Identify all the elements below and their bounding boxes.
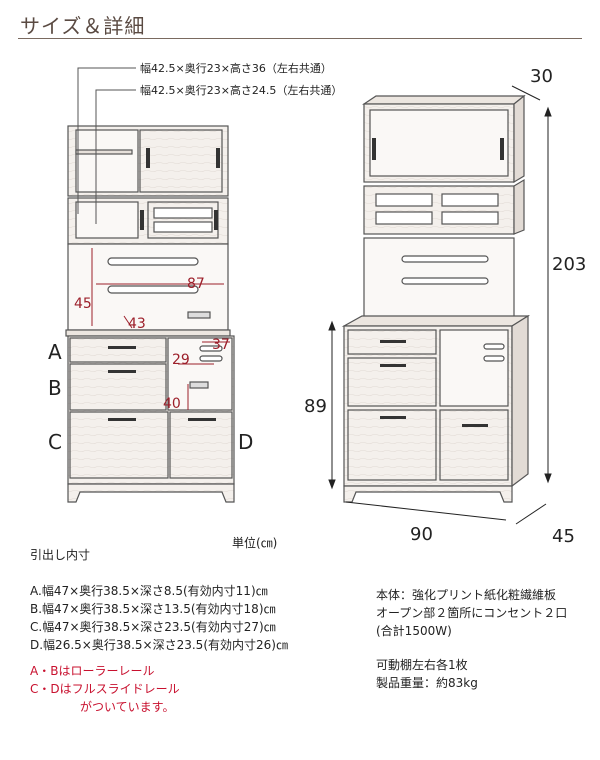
dim-lower-height: 89 xyxy=(304,396,327,417)
door-handle xyxy=(216,148,220,168)
drawer-letter-d: D xyxy=(238,430,254,454)
callout-middle-box: 幅42.5×奥行23×高さ24.5（左右共通） xyxy=(140,84,343,97)
dim-front-height: 45 xyxy=(74,296,92,312)
front-view xyxy=(65,125,235,503)
dim-depth: 45 xyxy=(552,526,575,547)
drawer-spec-c: C.幅47×奥行38.5×深さ23.5(有効内寸27)㎝ xyxy=(30,620,276,634)
front-upper-door xyxy=(139,129,223,193)
rail-note-tail: がついています。 xyxy=(80,700,175,714)
cupboard-illustration xyxy=(65,67,552,525)
door-handle xyxy=(146,148,150,168)
title-divider xyxy=(18,38,582,39)
drawer-d xyxy=(169,411,233,479)
dim-width: 90 xyxy=(410,524,433,545)
drawer-letter-c: C xyxy=(48,430,62,454)
dim-top-depth: 30 xyxy=(530,66,553,87)
drawer-a xyxy=(69,337,167,363)
rail-note-ab: A・Bはローラーレール xyxy=(30,664,155,678)
body-spec-weight: 製品重量：約83kg xyxy=(376,676,478,690)
body-spec-outlet: オープン部２箇所にコンセント２口 xyxy=(376,606,568,620)
rail-note-cd: C・Dはフルスライドレール xyxy=(30,682,180,696)
unit-label: 単位(㎝) xyxy=(232,536,278,550)
dim-front-depth: 43 xyxy=(128,316,146,332)
dim-front-inner: 29 xyxy=(172,352,190,368)
callout-upper-box: 幅42.5×奥行23×高さ36（左右共通） xyxy=(140,62,332,75)
front-dim-lines xyxy=(91,248,230,410)
body-spec-watt: (合計1500W) xyxy=(376,624,452,638)
front-plinth xyxy=(67,483,235,503)
dim-front-bottom: 40 xyxy=(163,396,181,412)
drawer-c xyxy=(69,411,169,479)
drawer-letter-a: A xyxy=(48,340,62,364)
persp-dim-lines xyxy=(328,85,552,525)
drawer-heading: 引出し内寸 xyxy=(30,548,91,562)
body-spec-material: 本体：強化プリント紙化粧繊維板 xyxy=(376,588,557,602)
dim-front-width: 87 xyxy=(187,276,205,292)
drawer-spec-b: B.幅47×奥行38.5×深さ13.5(有効内寸18)㎝ xyxy=(30,602,276,616)
drawer-letter-b: B xyxy=(48,376,62,400)
callout-leaders xyxy=(77,67,136,224)
dim-total-height: 203 xyxy=(552,254,587,275)
drawer-spec-d: D.幅26.5×奥行38.5×深さ23.5(有効内寸26)㎝ xyxy=(30,638,288,652)
perspective-view xyxy=(341,94,531,503)
body-spec-shelf: 可動棚左右各1枚 xyxy=(376,658,468,672)
persp-middle-cabinet xyxy=(363,185,515,235)
dim-front-right: 37 xyxy=(212,337,230,353)
persp-countertop xyxy=(341,315,531,327)
page-title: サイズ＆詳細 xyxy=(20,14,146,38)
drawer-spec-a: A.幅47×奥行38.5×深さ8.5(有効内寸11)㎝ xyxy=(30,584,268,598)
